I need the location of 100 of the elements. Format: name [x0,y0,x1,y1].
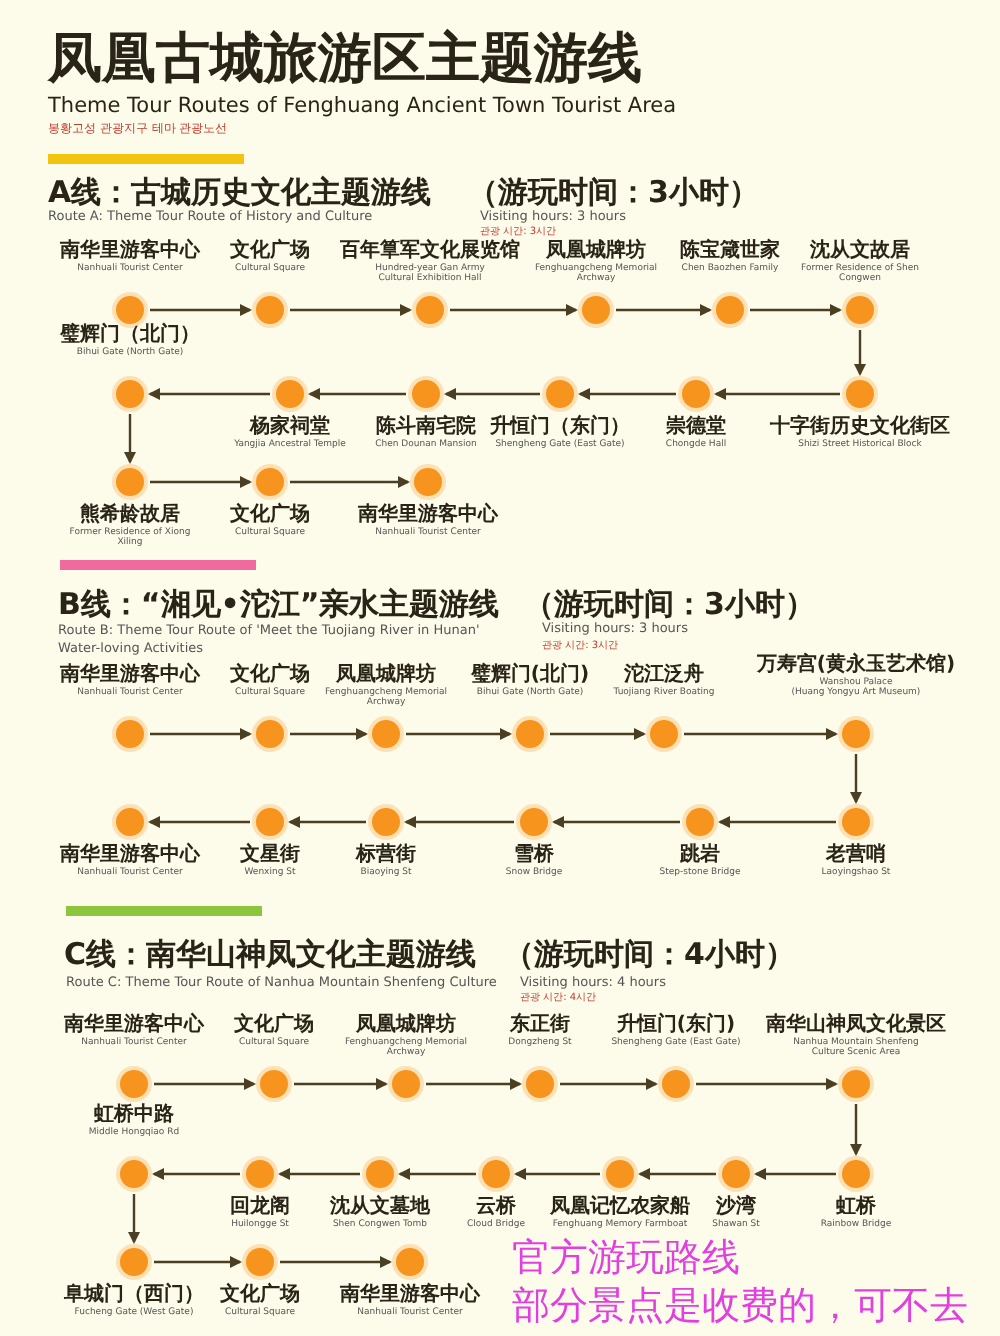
station-dot [650,720,678,748]
station-dot [416,296,444,324]
arrow [404,816,514,828]
arrow [718,816,836,828]
station-dot [116,296,144,324]
station-name: 标营街 [356,844,416,867]
station-dot [412,380,440,408]
station-dot [662,1070,690,1098]
arrow [560,1078,658,1090]
arrow [280,1256,392,1268]
station-dot [396,1248,424,1276]
station-name: 南华里游客中心 [60,844,200,867]
arrow [154,1078,256,1090]
station-dot [546,380,574,408]
station-name: 文化广场 [230,240,310,263]
station-name: 东正街 [510,1014,570,1037]
arrow [290,304,412,316]
station-name: 南华里游客中心 [340,1284,480,1307]
station-name: 文星街 [240,844,300,867]
station-dot [372,808,400,836]
route-heading: A线：古城历史文化主题游线 [48,174,432,210]
station-name: 南华里游客中心 [64,1014,204,1037]
arrow [552,816,680,828]
station-name: 虹桥 [836,1196,876,1219]
station-name: 老营哨 [826,844,886,867]
station-name: 凤凰城牌坊 [546,240,646,263]
note-text: 官方游玩路线 [512,1236,740,1280]
station-dot [366,1160,394,1188]
visiting-time: （游玩时间：3小时） [524,586,815,622]
station-dot [686,808,714,836]
arrow [290,476,410,488]
arrow [750,304,842,316]
station-name: 南华里游客中心 [60,664,200,687]
station-dot [116,468,144,496]
visiting-time: （游玩时间：4小时） [504,936,795,972]
arrow [578,388,676,400]
station-dot [846,296,874,324]
station-dot [842,808,870,836]
station-name: 云桥 [476,1196,516,1219]
arrow [154,1256,242,1268]
arrow [754,1168,836,1180]
station-dot [256,468,284,496]
route-heading: B线：“湘见•沱江”亲水主题游线 [58,586,500,622]
station-name: 璧辉门(北门) [470,664,590,687]
arrow [150,304,252,316]
arrow [850,754,862,804]
station-dot [392,1070,420,1098]
arrow [148,816,250,828]
station-dot [256,296,284,324]
arrow [696,1078,838,1090]
station-name: 凤凰城牌坊 [336,664,436,687]
station-name: 万寿宫(黄永玉艺术馆) [756,654,956,677]
station-dot [482,1160,510,1188]
station-name: 崇德堂 [666,416,726,439]
station-dot [256,808,284,836]
station-dot [120,1248,148,1276]
station-name: 文化广场 [220,1284,300,1307]
station-name: 十字街历史文化街区 [770,416,950,439]
station-dot [116,720,144,748]
station-dot [414,468,442,496]
station-dot [116,380,144,408]
station-name: 熊希龄故居 [80,504,180,527]
station-name: 升恒门(东门) [616,1014,736,1037]
arrow [308,388,406,400]
title: 凤凰古城旅游区主题游线 [48,28,642,92]
visiting-time: （游玩时间：3小时） [468,174,759,210]
arrow [850,1104,862,1156]
station-dot [120,1070,148,1098]
station-name: 雪桥 [514,844,554,867]
station-dot [260,1070,288,1098]
station-dot [582,296,610,324]
station-name: 文化广场 [230,504,310,527]
station-dot [526,1070,554,1098]
station-name: 阜城门（西门） [64,1284,204,1307]
station-dot [276,380,304,408]
arrow [550,728,646,740]
arrow [288,816,366,828]
arrow [294,1078,388,1090]
station-dot [116,808,144,836]
station-dot [722,1160,750,1188]
station-dot [516,720,544,748]
station-name: 沈从文故居 [810,240,910,263]
station-name: 沱江泛舟 [624,664,704,687]
arrow [514,1168,600,1180]
arrow [684,728,838,740]
arrow [278,1168,360,1180]
arrow [152,1168,240,1180]
route-heading: C线：南华山神凤文化主题游线 [64,936,477,972]
station-dot [846,380,874,408]
station-dot [520,808,548,836]
station-dot [246,1248,274,1276]
arrow [450,304,578,316]
arrow [426,1078,522,1090]
arrow [150,728,252,740]
arrow [616,304,712,316]
arrow [128,1194,140,1244]
station-dot [716,296,744,324]
station-dot [120,1160,148,1188]
station-name: 凤凰城牌坊 [356,1014,456,1037]
station-name: 陈斗南宅院 [376,416,476,439]
